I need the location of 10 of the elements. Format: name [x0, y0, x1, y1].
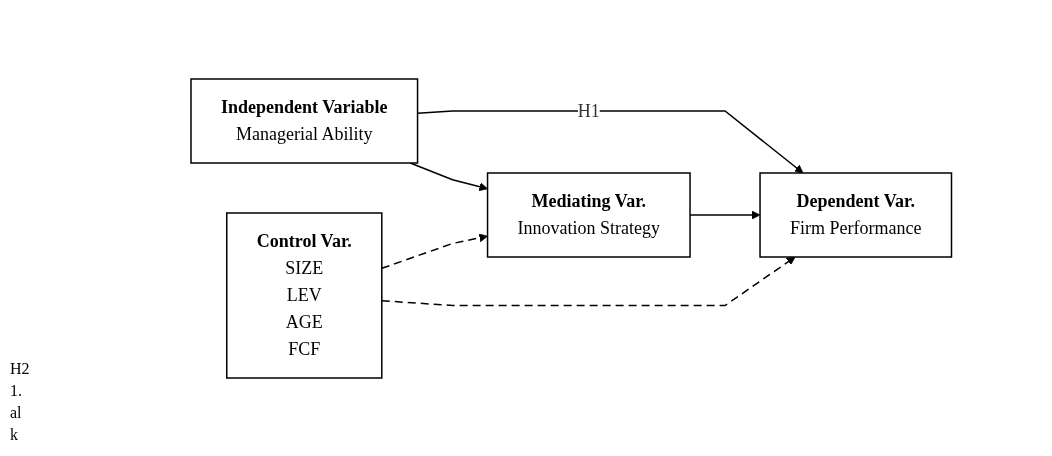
edge-label: H1: [577, 100, 600, 120]
node-box: Dependent Var. Firm Performance: [759, 171, 952, 258]
note-text: al: [10, 404, 23, 422]
note-text: H2: [10, 360, 31, 378]
node-box: Mediating Var. Innovation Strategy: [486, 171, 691, 258]
node-box: Control Var. SIZE LEV AGE FCF: [225, 211, 383, 379]
note-text: 1.: [10, 382, 23, 400]
node-box: Independent Variable Managerial Ability: [190, 77, 419, 164]
note-text: k: [10, 426, 19, 444]
arrow: [409, 161, 488, 191]
